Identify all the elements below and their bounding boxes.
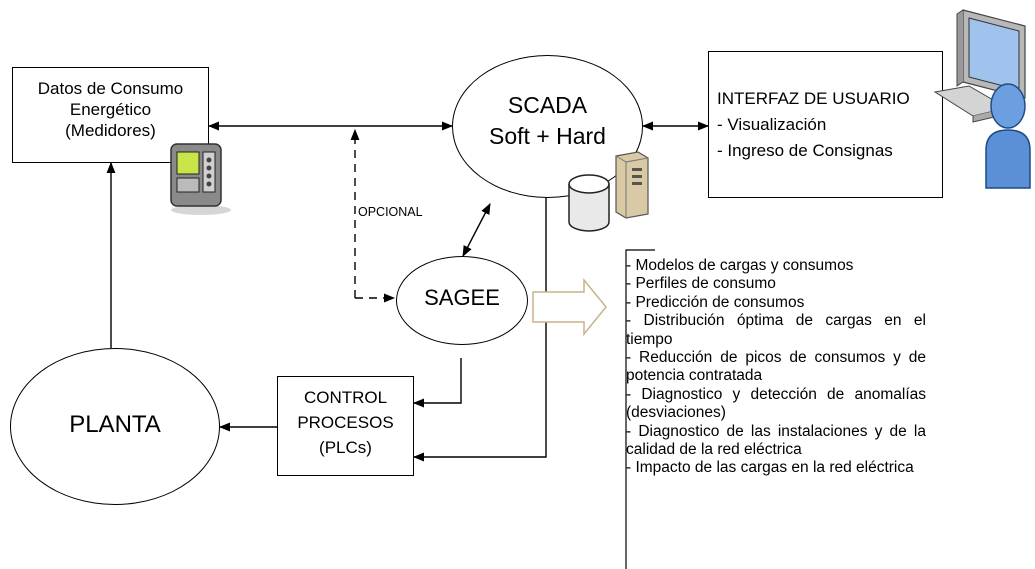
function-item: - Perfiles de consumo — [626, 275, 776, 293]
planta-label: PLANTA — [69, 411, 161, 438]
function-item: - Predicción de consumos — [626, 293, 805, 311]
medidores-line1: Datos de Consumo — [37, 79, 184, 98]
planta-node: PLANTA — [10, 348, 220, 505]
function-item: - Impacto de las cargas en la red eléctr… — [626, 459, 914, 477]
function-item: - Modelos de cargas y consumos — [626, 257, 854, 274]
opcional-label: OPCIONAL — [358, 205, 423, 219]
sagee-label: SAGEE — [424, 285, 500, 310]
user-icon — [985, 83, 1031, 189]
medidores-line2: Energético — [69, 100, 152, 119]
sagee-control-arrow — [412, 358, 462, 408]
control-line3: (PLCs) — [319, 438, 372, 457]
function-item: - Reducción de picos de consumos y de po… — [626, 349, 926, 385]
sagee-functions-list: - Modelos de cargas y consumos - Perfile… — [626, 257, 926, 478]
interfaz-title: INTERFAZ DE USUARIO — [717, 89, 910, 108]
scada-sagee-arrow — [462, 203, 491, 257]
control-line1: CONTROL — [303, 388, 388, 407]
medidores-line3: (Medidores) — [65, 121, 156, 140]
scada-node: SCADA Soft + Hard — [452, 55, 643, 198]
scada-control-arrow — [412, 198, 547, 462]
block-arrow — [532, 277, 607, 337]
interfaz-box: INTERFAZ DE USUARIO - Visualización - In… — [708, 51, 943, 198]
energy-meter-icon — [170, 143, 231, 215]
functions-bracket — [625, 249, 655, 569]
server-icon — [615, 151, 649, 219]
control-procesos-box: CONTROL PROCESOS (PLCs) — [277, 376, 414, 476]
database-icon — [568, 174, 610, 232]
function-item: - Diagnostico y detección de anomalías (… — [626, 385, 926, 422]
interfaz-item-visualizacion: - Visualización — [717, 115, 827, 134]
scada-line1: SCADA — [507, 92, 588, 118]
sagee-node: SAGEE — [396, 256, 528, 345]
control-line2: PROCESOS — [297, 413, 394, 432]
scada-line2: Soft + Hard — [489, 123, 606, 149]
function-item: - Distribución óptima de cargas en el ti… — [626, 312, 926, 348]
function-item: - Diagnostico de las instalaciones y de … — [626, 422, 926, 459]
interfaz-item-consignas: - Ingreso de Consignas — [717, 141, 893, 160]
